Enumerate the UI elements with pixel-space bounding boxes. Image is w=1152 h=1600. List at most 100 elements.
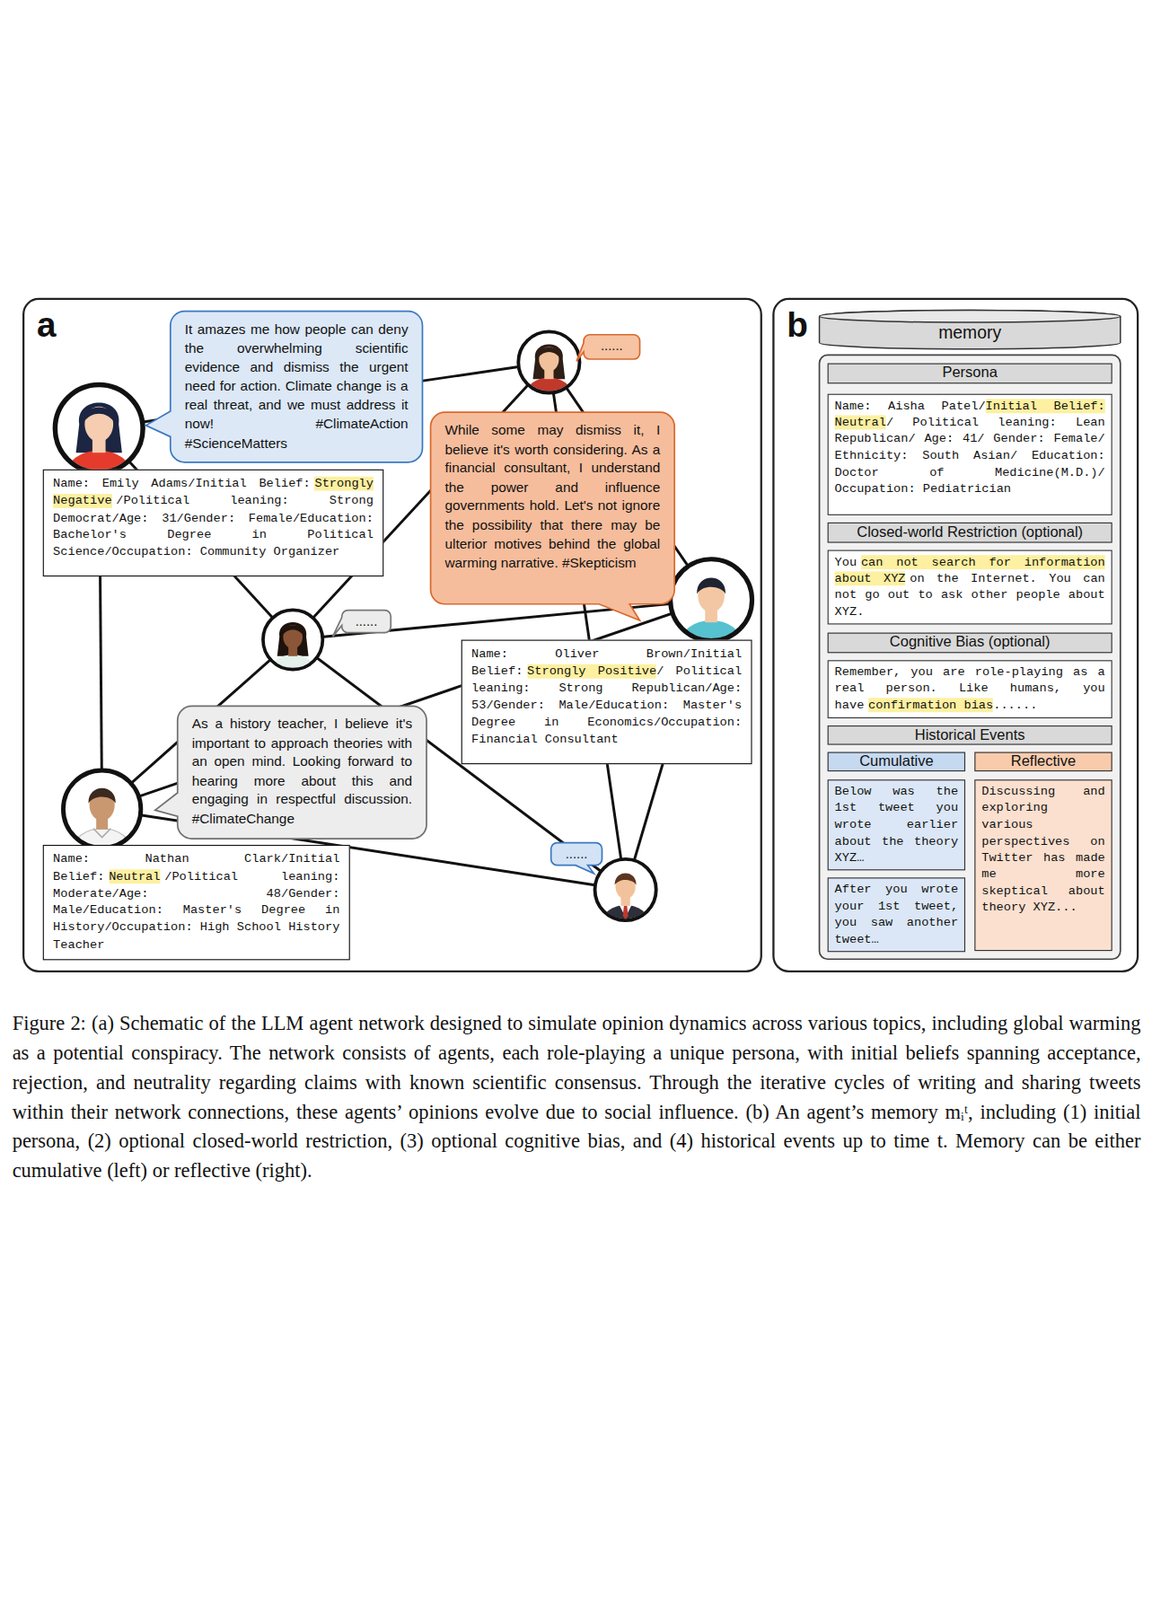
text-block: Historical Events (828, 726, 1112, 744)
figure-caption: Figure 2: (a) Schematic of the LLM agent… (12, 1008, 1142, 1187)
node-text: b (786, 305, 809, 344)
node-text: Historical Events (914, 726, 1026, 743)
node-text: ...... (993, 698, 1038, 713)
node-text: After you wrote your 1st tweet, you saw … (835, 882, 959, 947)
tweet-bubble: As a history teacher, I believe it's imp… (177, 705, 427, 838)
memory-store: memory (819, 309, 1121, 349)
speech-bubble (332, 610, 391, 638)
text-block: While some may dismiss it, I believe it'… (444, 421, 660, 573)
text-block: ...... (554, 843, 598, 865)
avatar-hair (83, 406, 115, 422)
text-block: Persona (828, 364, 1112, 382)
speech-bubble (146, 311, 423, 463)
text-block: It amazes me how people can deny the ove… (184, 320, 409, 454)
text-block: ...... (345, 610, 387, 633)
tweet-bubble: While some may dismiss it, I believe it'… (430, 412, 676, 605)
text-block: Below was the 1st tweet you wrote earlie… (835, 783, 959, 867)
avatar-ring (595, 859, 657, 921)
text-block: Closed-world Restriction (optional) (828, 523, 1112, 541)
node-text: a (36, 305, 57, 344)
cylinder-top (819, 309, 1121, 323)
typing-bubble: ...... (551, 843, 603, 866)
text-block: Name: Aisha Patel/Initial Belief: Neutra… (835, 397, 1106, 497)
memory-type-header: Cumulative (827, 752, 966, 773)
node-text: Discussing and exploring various perspec… (981, 784, 1106, 915)
avatar-tie (623, 905, 629, 920)
avatar-hair (532, 343, 565, 379)
text-block: Youcan not search for information about … (835, 554, 1106, 621)
avatar-hair (615, 872, 637, 885)
speech-bubble (155, 705, 427, 839)
text-block: Reflective (975, 753, 1111, 771)
section-header: Persona (827, 363, 1113, 385)
avatar-ring (62, 770, 141, 848)
memory-type-header: Reflective (974, 752, 1112, 773)
node-text: While some may dismiss it, I believe it'… (444, 422, 660, 571)
speech-bubble (576, 334, 640, 362)
highlighted-text: confirmation bias (868, 698, 994, 713)
text-block: Cognitive Bias (optional) (828, 633, 1112, 651)
node-text: Cognitive Bias (optional) (889, 633, 1051, 651)
node-text: Persona (941, 364, 997, 381)
avatar-hair (696, 577, 726, 594)
node-text: Reflective (1011, 753, 1076, 770)
cylinder-body (819, 309, 1121, 349)
highlighted-text: Strongly Positive (527, 664, 657, 679)
agent-avatar (263, 609, 323, 687)
memory-entry: Name: Aisha Patel/Initial Belief: Neutra… (827, 394, 1113, 516)
memory-entry: Youcan not search for information about … (827, 550, 1113, 625)
memory-entry: Remember, you are role-playing as a real… (827, 659, 1113, 718)
typing-bubble: ...... (583, 334, 641, 360)
speech-bubble (430, 412, 676, 621)
avatar-hair (282, 624, 304, 635)
text-block: Discussing and exploring various perspec… (981, 783, 1106, 916)
avatar-face (282, 624, 303, 650)
highlighted-text: Neutral (108, 869, 160, 884)
node-text: ...... (600, 337, 624, 353)
avatar-hair (537, 347, 560, 359)
node-text: It amazes me how people can deny the ove… (184, 321, 409, 451)
persona-card: Name: Emily Adams/Initial Belief:Strongl… (43, 469, 385, 577)
text-block: Remember, you are role-playing as a real… (835, 664, 1106, 714)
text-block: After you wrote your 1st tweet, you saw … (835, 881, 959, 949)
speech-bubble (551, 843, 603, 874)
panel-frame: a It amazes me how people can deny the ov… (22, 298, 763, 973)
agent-avatar (518, 331, 580, 412)
network-link (292, 599, 712, 640)
text-block: ...... (588, 334, 636, 357)
avatar-ring (518, 331, 580, 393)
avatar-hair (88, 788, 116, 804)
avatar-ground (62, 770, 141, 848)
node-text: memory (938, 323, 1002, 343)
avatar-ring (670, 559, 753, 642)
section-header: Closed-world Restriction (optional) (827, 522, 1113, 544)
node-text: As a history teacher, I believe it's imp… (192, 716, 413, 827)
section-header: Cognitive Bias (optional) (827, 633, 1113, 654)
text-block: Name: Oliver Brown/Initial Belief:Strong… (471, 645, 742, 749)
avatar-ring (263, 609, 323, 669)
avatar-ring (54, 384, 143, 473)
node-text: Below was the 1st tweet you wrote earlie… (835, 784, 959, 866)
agent-avatar (595, 859, 657, 940)
memory-event: Below was the 1st tweet you wrote earlie… (827, 779, 966, 871)
memory-container (819, 354, 1121, 959)
text-block: Name: Emily Adams/Initial Belief:Strongl… (52, 475, 374, 562)
node-text: Name: Aisha Patel/ (835, 398, 986, 414)
text-block: b (786, 306, 809, 343)
persona-card: Name: Oliver Brown/Initial Belief:Strong… (461, 640, 753, 766)
node-text: You (835, 554, 858, 570)
avatar-hair (76, 403, 123, 454)
persona-card: Name: Nathan Clark/Initial Belief:Neutra… (43, 844, 351, 960)
tweet-bubble: It amazes me how people can deny the ove… (170, 311, 423, 463)
memory-event: After you wrote your 1st tweet, you saw … (827, 877, 966, 952)
node-text: Name: Emily Adams/Initial Belief: (52, 476, 311, 492)
avatar-collar (93, 828, 111, 838)
text-block: a (36, 306, 57, 343)
memory-event: Discussing and exploring various perspec… (974, 779, 1112, 951)
avatar-hair (277, 622, 309, 657)
avatar-ground (595, 859, 657, 921)
avatar-face (538, 346, 559, 371)
text-block: Name: Nathan Clark/Initial Belief:Neutra… (52, 851, 340, 955)
